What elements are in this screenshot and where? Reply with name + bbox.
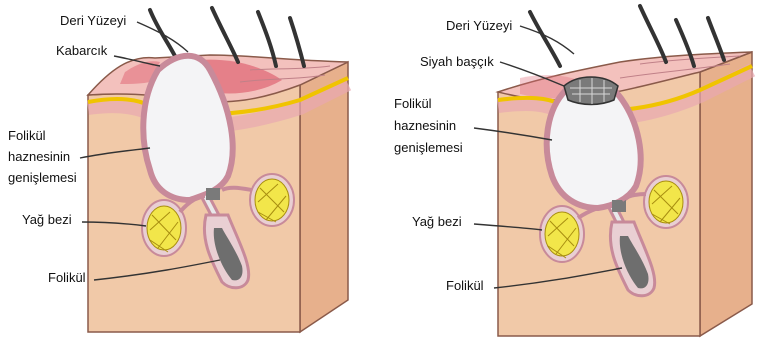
left-label-dilation-2: haznesinin [8,149,70,164]
right-label-dilation-3: genişlemesi [394,140,463,155]
right-label-dilation-2: haznesinin [394,118,456,133]
right-label-sebaceous-gland: Yağ bezi [412,214,462,229]
right-label-follicle: Folikül [446,278,484,293]
left-label-dilation-1: Folikül [8,128,46,143]
right-label-dilation-1: Folikül [394,96,432,111]
right-label-blackhead: Siyah başçık [420,54,494,69]
left-label-dilation-3: genişlemesi [8,170,77,185]
left-label-bump: Kabarcık [56,43,108,58]
right-label-skin-surface: Deri Yüzeyi [446,18,512,33]
left-label-follicle: Folikül [48,270,86,285]
blackhead-plug [564,77,618,105]
left-label-sebaceous-gland: Yağ bezi [22,212,72,227]
left-label-skin-surface: Deri Yüzeyi [60,13,126,28]
